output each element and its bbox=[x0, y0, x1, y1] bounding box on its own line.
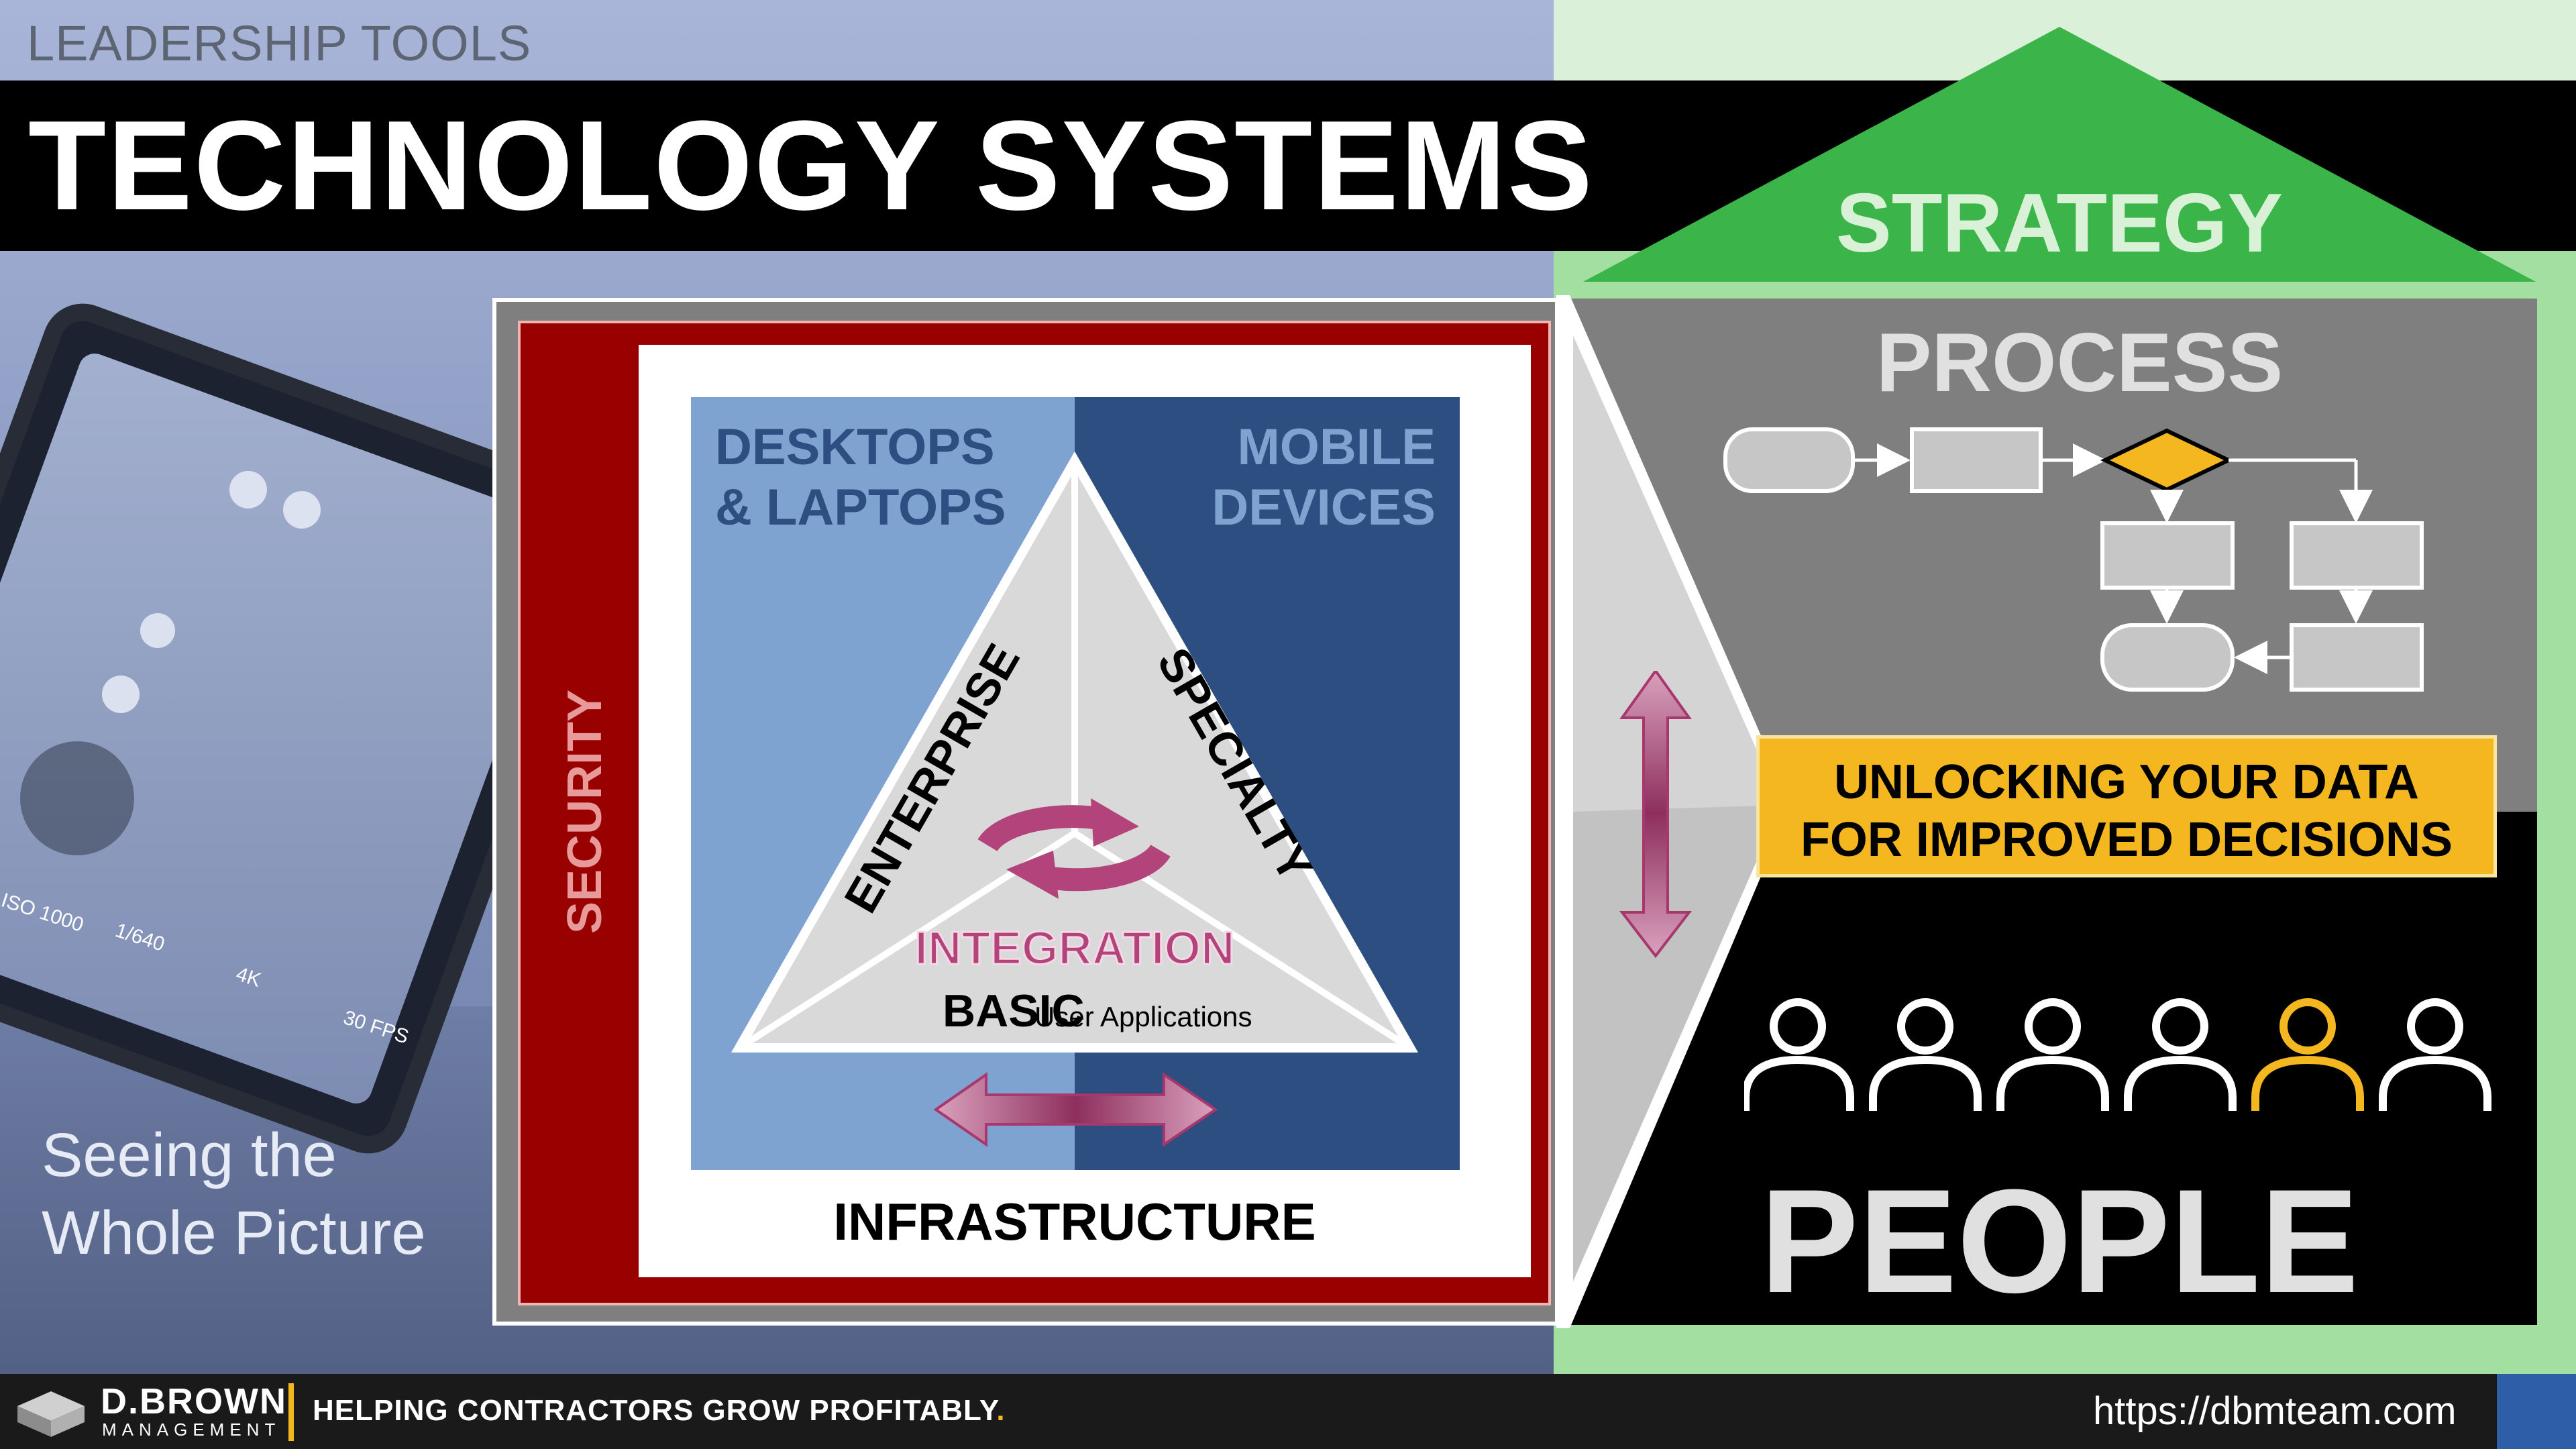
security-label: SECURITY bbox=[558, 689, 612, 934]
flow-end-node bbox=[2100, 623, 2235, 692]
person-icon bbox=[2124, 998, 2237, 1111]
camera-icon bbox=[229, 471, 267, 508]
person-icon bbox=[1744, 998, 1854, 1111]
pin-icon bbox=[140, 613, 175, 648]
desktops-label-line1: DESKTOPS bbox=[715, 419, 995, 476]
flow-branch-right-node bbox=[2290, 521, 2424, 590]
dial-icon bbox=[20, 741, 134, 855]
person-icon bbox=[2379, 998, 2491, 1111]
page-title: TECHNOLOGY SYSTEMS bbox=[28, 95, 1594, 237]
strategy-label: STRATEGY bbox=[1836, 177, 2283, 270]
flow-merge-node bbox=[2290, 623, 2424, 692]
basic-label: BASIC bbox=[943, 985, 1085, 1036]
callout-line2: FOR IMPROVED DECISIONS bbox=[1800, 813, 2453, 867]
horizontal-double-arrow bbox=[933, 1072, 1218, 1147]
tagline-text: HELPING CONTRACTORS GROW PROFITABLY bbox=[313, 1394, 997, 1427]
person-icon bbox=[1996, 998, 2109, 1111]
infrastructure-label: INFRASTRUCTURE bbox=[833, 1192, 1316, 1251]
process-flowchart bbox=[1723, 427, 2424, 692]
data-callout: UNLOCKING YOUR DATA FOR IMPROVED DECISIO… bbox=[1756, 735, 2497, 877]
mobile-label: MOBILE DEVICES bbox=[1127, 417, 1436, 538]
people-label: PEOPLE bbox=[1760, 1159, 2359, 1324]
eyebrow-label: LEADERSHIP TOOLS bbox=[27, 15, 532, 71]
photo-caption-line1: Seeing the bbox=[42, 1121, 337, 1189]
people-icons bbox=[1744, 998, 2491, 1111]
footer-bar bbox=[0, 1374, 2576, 1449]
integration-label: INTEGRATION bbox=[914, 922, 1234, 974]
hud-iso: ISO 1000 bbox=[0, 889, 87, 936]
lock-icon bbox=[102, 676, 140, 713]
footer-accent-block bbox=[2497, 1374, 2576, 1449]
callout-line1: UNLOCKING YOUR DATA bbox=[1834, 755, 2419, 809]
strategy-roof bbox=[1583, 27, 2536, 282]
flow-start-node bbox=[1723, 427, 1855, 493]
dbm-logo-icon bbox=[17, 1391, 85, 1437]
basic-sublabel: User Applications bbox=[1034, 1001, 1252, 1032]
tagline-dot: . bbox=[996, 1394, 1006, 1427]
logo-name: D.BROWN bbox=[101, 1381, 287, 1421]
footer-divider bbox=[288, 1383, 294, 1441]
mobile-label-line1: MOBILE bbox=[1237, 419, 1436, 476]
integration-cycle-icon bbox=[977, 798, 1171, 899]
title-bar bbox=[0, 80, 1633, 251]
desktops-label: DESKTOPS & LAPTOPS bbox=[715, 417, 1006, 538]
flow-step-node bbox=[1910, 427, 2043, 493]
tablet-hud-overlay: ISO 1000 1/640 4K 30 FPS bbox=[0, 471, 411, 1049]
mobile-label-line2: DEVICES bbox=[1212, 479, 1436, 536]
process-label: PROCESS bbox=[1876, 317, 2284, 409]
footer-url[interactable]: https://dbmteam.com bbox=[2093, 1389, 2457, 1433]
connector-funnel bbox=[1556, 295, 1791, 1328]
footer-tagline: HELPING CONTRACTORS GROW PROFITABLY. bbox=[313, 1394, 1006, 1428]
person-icon-highlighted bbox=[2251, 998, 2364, 1111]
flow-branch-left-node bbox=[2100, 521, 2235, 590]
vertical-double-arrow bbox=[1619, 671, 1693, 959]
logo-sub: MANAGEMENT bbox=[102, 1419, 281, 1440]
record-icon bbox=[283, 491, 321, 529]
desktops-label-line2: & LAPTOPS bbox=[715, 479, 1006, 536]
hud-fps: 30 FPS bbox=[341, 1006, 411, 1048]
applications-triangle: ENTERPRISE SPECIALTY INTEGRATION BASIC U… bbox=[731, 451, 1419, 1147]
hud-resolution: 4K bbox=[233, 963, 264, 991]
person-icon bbox=[1869, 998, 1982, 1111]
hud-shutter: 1/640 bbox=[113, 919, 168, 956]
photo-caption-line2: Whole Picture bbox=[42, 1199, 426, 1267]
flow-decision-node bbox=[2100, 428, 2233, 492]
